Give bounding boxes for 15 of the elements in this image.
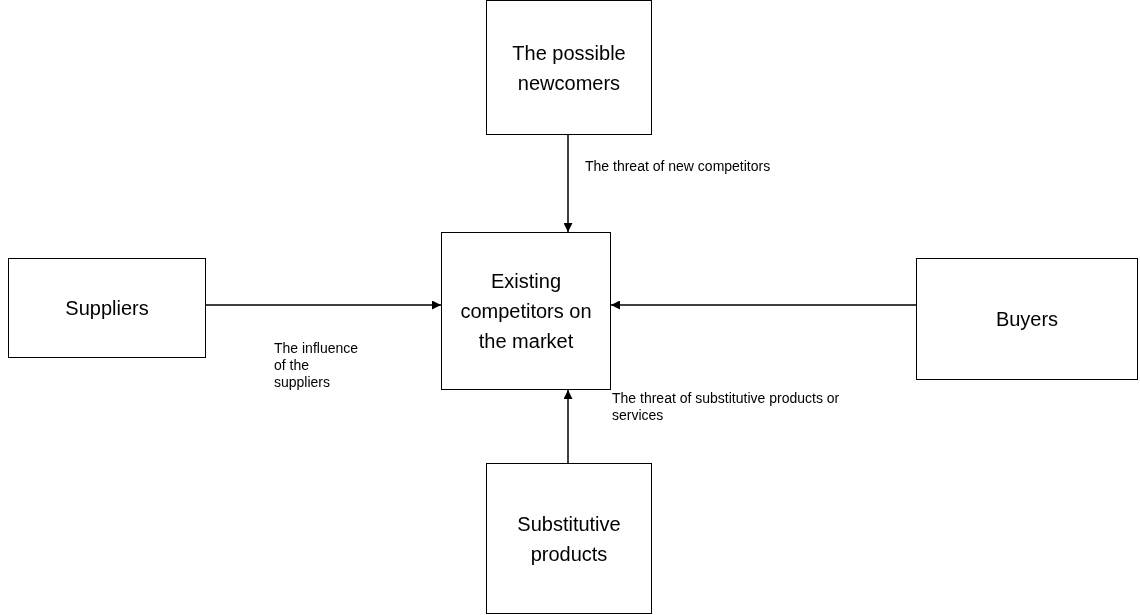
box [8,258,206,358]
edge-label: The threat of new competitors [585,158,771,175]
arrow [563,134,573,233]
node-label: Suppliers [65,296,149,321]
arrow [563,389,573,464]
box [486,463,652,614]
arrow [610,300,917,310]
node-label: Substitutive products [516,511,622,567]
node-label: Existing competitors on the market [459,269,593,354]
node-label: The possible newcomers [511,40,627,96]
arrow [205,300,442,310]
box [441,232,611,390]
box [916,258,1138,380]
box [486,0,652,135]
node-label: Buyers [995,307,1059,332]
